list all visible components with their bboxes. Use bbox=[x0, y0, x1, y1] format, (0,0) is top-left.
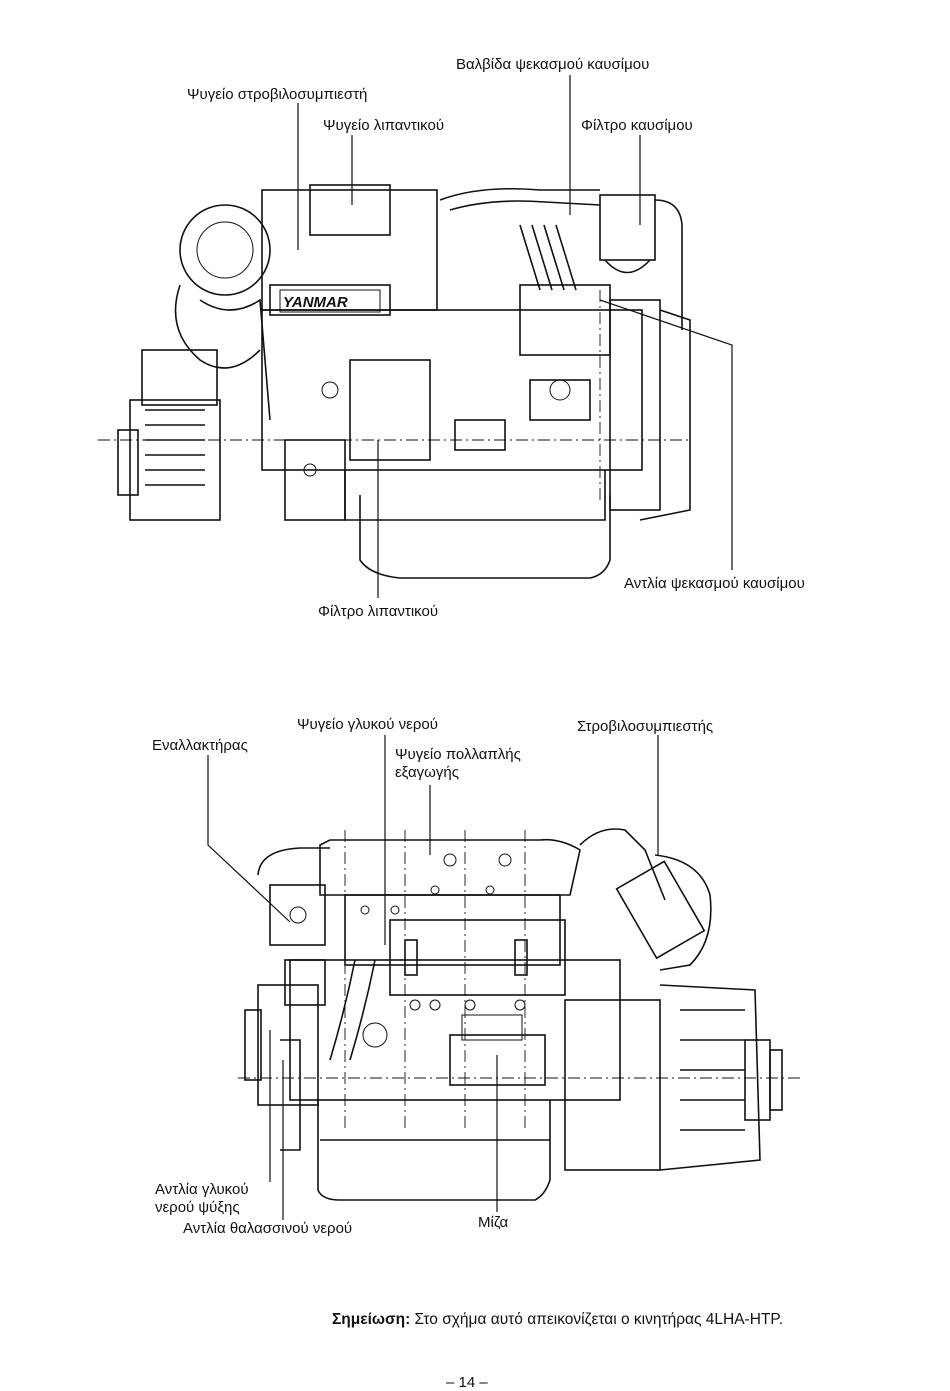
label-fresh-water-cooler: Ψυγείο γλυκού νερού bbox=[297, 716, 438, 733]
engine-top-drawing bbox=[98, 184, 691, 579]
page-number: – 14 – bbox=[446, 1374, 488, 1391]
bottom-leader-lines bbox=[207, 735, 659, 1220]
note: Σημείωση: Στο σχήμα αυτό απεικονίζεται ο… bbox=[332, 1311, 783, 1329]
label-starter: Μίζα bbox=[478, 1214, 509, 1231]
note-text: Στο σχήμα αυτό απεικονίζεται ο κινητήρας… bbox=[410, 1311, 784, 1328]
label-oil-cooler: Ψυγείο λιπαντικού bbox=[323, 117, 445, 134]
label-alternator: Εναλλακτήρας bbox=[152, 737, 248, 754]
label-turbocharger: Στροβιλοσυμπιεστής bbox=[577, 718, 714, 735]
label-turbo-cooler: Ψυγείο στροβιλοσυμπιεστή bbox=[187, 86, 368, 103]
label-fresh-water-pump: Αντλία γλυκού νερού ψύξης bbox=[155, 1181, 249, 1216]
label-oil-filter: Φίλτρο λιπαντικού bbox=[318, 603, 439, 620]
yanmar-badge: YANMAR bbox=[283, 294, 348, 311]
note-bold: Σημείωση: bbox=[332, 1311, 411, 1328]
label-injection-pump: Αντλία ψεκασμού καυσίμου bbox=[624, 575, 805, 592]
engine-bottom-drawing bbox=[238, 828, 800, 1201]
top-leader-lines bbox=[297, 75, 733, 598]
label-sea-water-pump: Αντλία θαλασσινού νερού bbox=[183, 1220, 353, 1237]
label-manifold-cooler: Ψυγείο πολλαπλής εξαγωγής bbox=[395, 746, 521, 781]
label-injection-valve: Βαλβίδα ψεκασμού καυσίμου bbox=[456, 56, 650, 73]
label-fuel-filter: Φίλτρο καυσίμου bbox=[581, 117, 693, 134]
